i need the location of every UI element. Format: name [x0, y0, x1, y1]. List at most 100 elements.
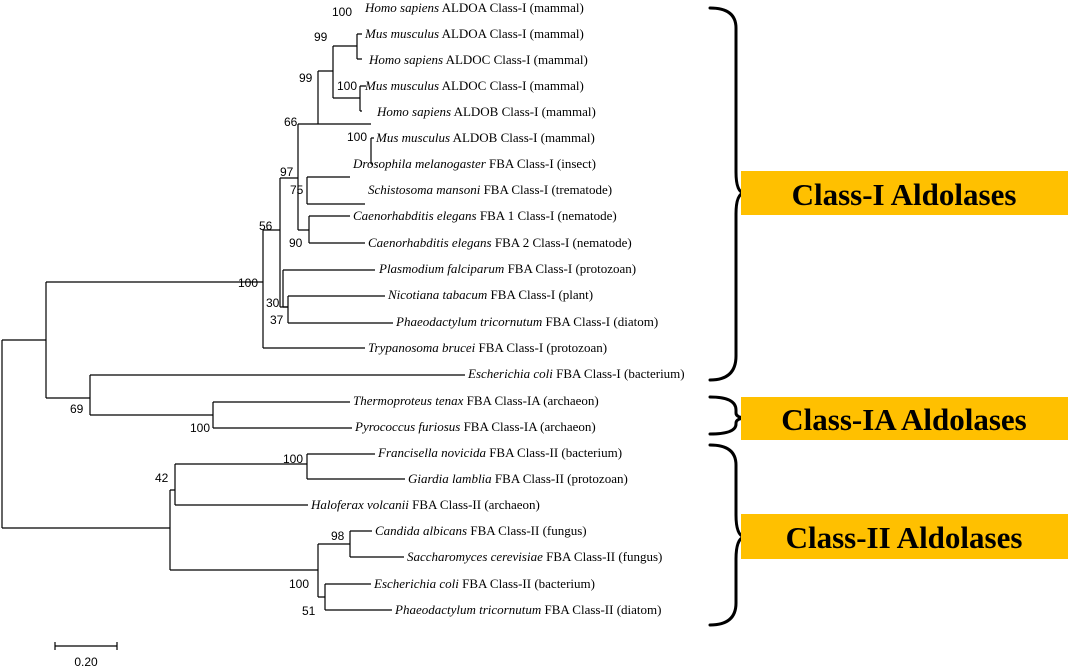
branch-n30: [282, 269, 375, 308]
taxon-description: FBA Class-I (plant): [487, 287, 593, 302]
taxon-species: Saccharomyces cerevisiae: [407, 549, 543, 564]
taxon-species: Mus musculus: [364, 78, 439, 93]
taxon-label: Thermoproteus tenax FBA Class-IA (archae…: [353, 393, 599, 408]
taxon-species: Giardia lamblia: [408, 471, 492, 486]
bootstrap-value: 100: [289, 577, 309, 591]
taxon-species: Homo sapiens: [364, 0, 439, 15]
taxon-species: Plasmodium falciparum: [378, 261, 504, 276]
taxon-description: FBA Class-II (bacterium): [459, 576, 595, 591]
group-label-class-i: Class-I Aldolases: [792, 177, 1017, 212]
bootstrap-value: 90: [289, 236, 303, 250]
taxon-labels: Homo sapiens ALDOA Class-I (mammal) Mus …: [310, 0, 685, 617]
taxon-species: Phaeodactylum tricornutum: [395, 314, 542, 329]
bootstrap-value: 99: [314, 30, 328, 44]
bootstrap-value: 75: [290, 183, 304, 197]
taxon-description: ALDOA Class-I (mammal): [439, 26, 584, 41]
taxon-description: FBA Class-I (insect): [486, 156, 596, 171]
taxon-label: Plasmodium falciparum FBA Class-I (proto…: [378, 261, 636, 276]
branch-class-i-core: [262, 229, 365, 349]
bootstrap-value: 66: [284, 115, 298, 129]
branch-n75: [306, 176, 365, 205]
taxon-description: ALDOC Class-I (mammal): [439, 78, 584, 93]
branch-n37: [287, 295, 393, 324]
bootstrap-value: 30: [266, 296, 280, 310]
taxon-species: Caenorhabditis elegans: [353, 208, 477, 223]
branch-n100c: [306, 453, 405, 480]
taxon-label: Trypanosoma brucei FBA Class-I (protozoa…: [368, 340, 607, 355]
bootstrap-value: 98: [331, 529, 345, 543]
taxon-label: Schistosoma mansoni FBA Class-I (tremato…: [368, 182, 612, 197]
branch-aldob: [370, 137, 374, 165]
taxon-species: Nicotiana tabacum: [387, 287, 487, 302]
group-braces: [708, 6, 745, 627]
branch-class-ii: [169, 489, 318, 571]
bootstrap-value: 37: [270, 313, 284, 327]
taxon-species: Pyrococcus furiosus: [354, 419, 460, 434]
branch-n90: [308, 215, 365, 244]
group-highlight-class-ii: [741, 514, 1068, 559]
taxon-label: Francisella novicida FBA Class-II (bacte…: [377, 445, 622, 460]
taxon-label: Drosophila melanogaster FBA Class-I (ins…: [352, 156, 596, 171]
taxon-species: Francisella novicida: [377, 445, 486, 460]
branch-root: [1, 339, 170, 529]
scale-bar-label: 0.20: [74, 655, 98, 669]
bootstrap-value: 97: [280, 165, 294, 179]
taxon-description: FBA Class-II (fungus): [467, 523, 587, 538]
taxon-label: Pyrococcus furiosus FBA Class-IA (archae…: [354, 419, 596, 434]
taxon-description: FBA Class-II (diatom): [541, 602, 661, 617]
taxon-label: Homo sapiens ALDOA Class-I (mammal): [364, 0, 584, 15]
branch-n100d: [317, 543, 350, 598]
bootstrap-value: 51: [302, 604, 316, 618]
taxon-species: Caenorhabditis elegans: [368, 235, 492, 250]
taxon-label: Mus musculus ALDOB Class-I (mammal): [375, 130, 595, 145]
taxon-description: FBA Class-IA (archaeon): [460, 419, 595, 434]
branch-n66: [317, 70, 371, 125]
taxon-label: Caenorhabditis elegans FBA 2 Class-I (ne…: [368, 235, 632, 250]
taxon-species: Homo sapiens: [368, 52, 443, 67]
taxon-description: FBA 2 Class-I (nematode): [492, 235, 632, 250]
tree-branches: [1, 33, 465, 611]
bootstrap-value: 56: [259, 219, 273, 233]
branch-n42: [174, 463, 308, 506]
taxon-label: Mus musculus ALDOC Class-I (mammal): [364, 78, 584, 93]
taxon-label: Saccharomyces cerevisiae FBA Class-II (f…: [407, 549, 662, 564]
taxon-description: ALDOB Class-I (mammal): [450, 130, 595, 145]
bootstrap-value: 100: [283, 452, 303, 466]
brace-class-i: [708, 6, 745, 382]
taxon-species: Escherichia coli: [373, 576, 459, 591]
taxon-description: FBA Class-I (diatom): [542, 314, 658, 329]
taxon-description: FBA Class-I (trematode): [480, 182, 612, 197]
taxon-species: Drosophila melanogaster: [352, 156, 487, 171]
group-highlight-class-ia: [741, 397, 1068, 440]
branch-aldoa: [356, 33, 362, 60]
taxon-species: Phaeodactylum tricornutum: [394, 602, 541, 617]
taxon-species: Trypanosoma brucei: [368, 340, 476, 355]
scale-bar: 0.20: [54, 642, 118, 669]
taxon-label: Caenorhabditis elegans FBA 1 Class-I (ne…: [353, 208, 617, 223]
bootstrap-values: 100 99 100 99 100 66 75 90 97 37 30 56 1…: [70, 5, 367, 618]
taxon-label: Nicotiana tabacum FBA Class-I (plant): [387, 287, 593, 302]
branch-class-ia: [212, 401, 352, 429]
bootstrap-value: 100: [238, 276, 258, 290]
bootstrap-value: 100: [190, 421, 210, 435]
taxon-description: FBA Class-I (bacterium): [553, 366, 685, 381]
taxon-label: Phaeodactylum tricornutum FBA Class-I (d…: [395, 314, 658, 329]
group-labels: Class-I Aldolases Class-IA Aldolases Cla…: [741, 171, 1068, 559]
group-label-class-ii: Class-II Aldolases: [786, 520, 1023, 555]
branch-n97: [297, 123, 318, 231]
taxon-species: Schistosoma mansoni: [368, 182, 481, 197]
bootstrap-value: 99: [299, 71, 313, 85]
taxon-species: Homo sapiens: [376, 104, 451, 119]
taxon-description: FBA 1 Class-I (nematode): [477, 208, 617, 223]
bootstrap-value: 100: [332, 5, 352, 19]
bootstrap-value: 42: [155, 471, 169, 485]
branch-n69: [89, 374, 465, 416]
taxon-description: FBA Class-IA (archaeon): [463, 393, 598, 408]
scale-bar-line: [54, 642, 118, 650]
taxon-label: Homo sapiens ALDOC Class-I (mammal): [368, 52, 588, 67]
branch-n99a: [332, 45, 360, 99]
branch-aldoc: [359, 85, 366, 112]
taxon-description: FBA Class-II (bacterium): [486, 445, 622, 460]
taxon-description: FBA Class-II (fungus): [543, 549, 663, 564]
taxon-species: Haloferax volcanii: [310, 497, 409, 512]
